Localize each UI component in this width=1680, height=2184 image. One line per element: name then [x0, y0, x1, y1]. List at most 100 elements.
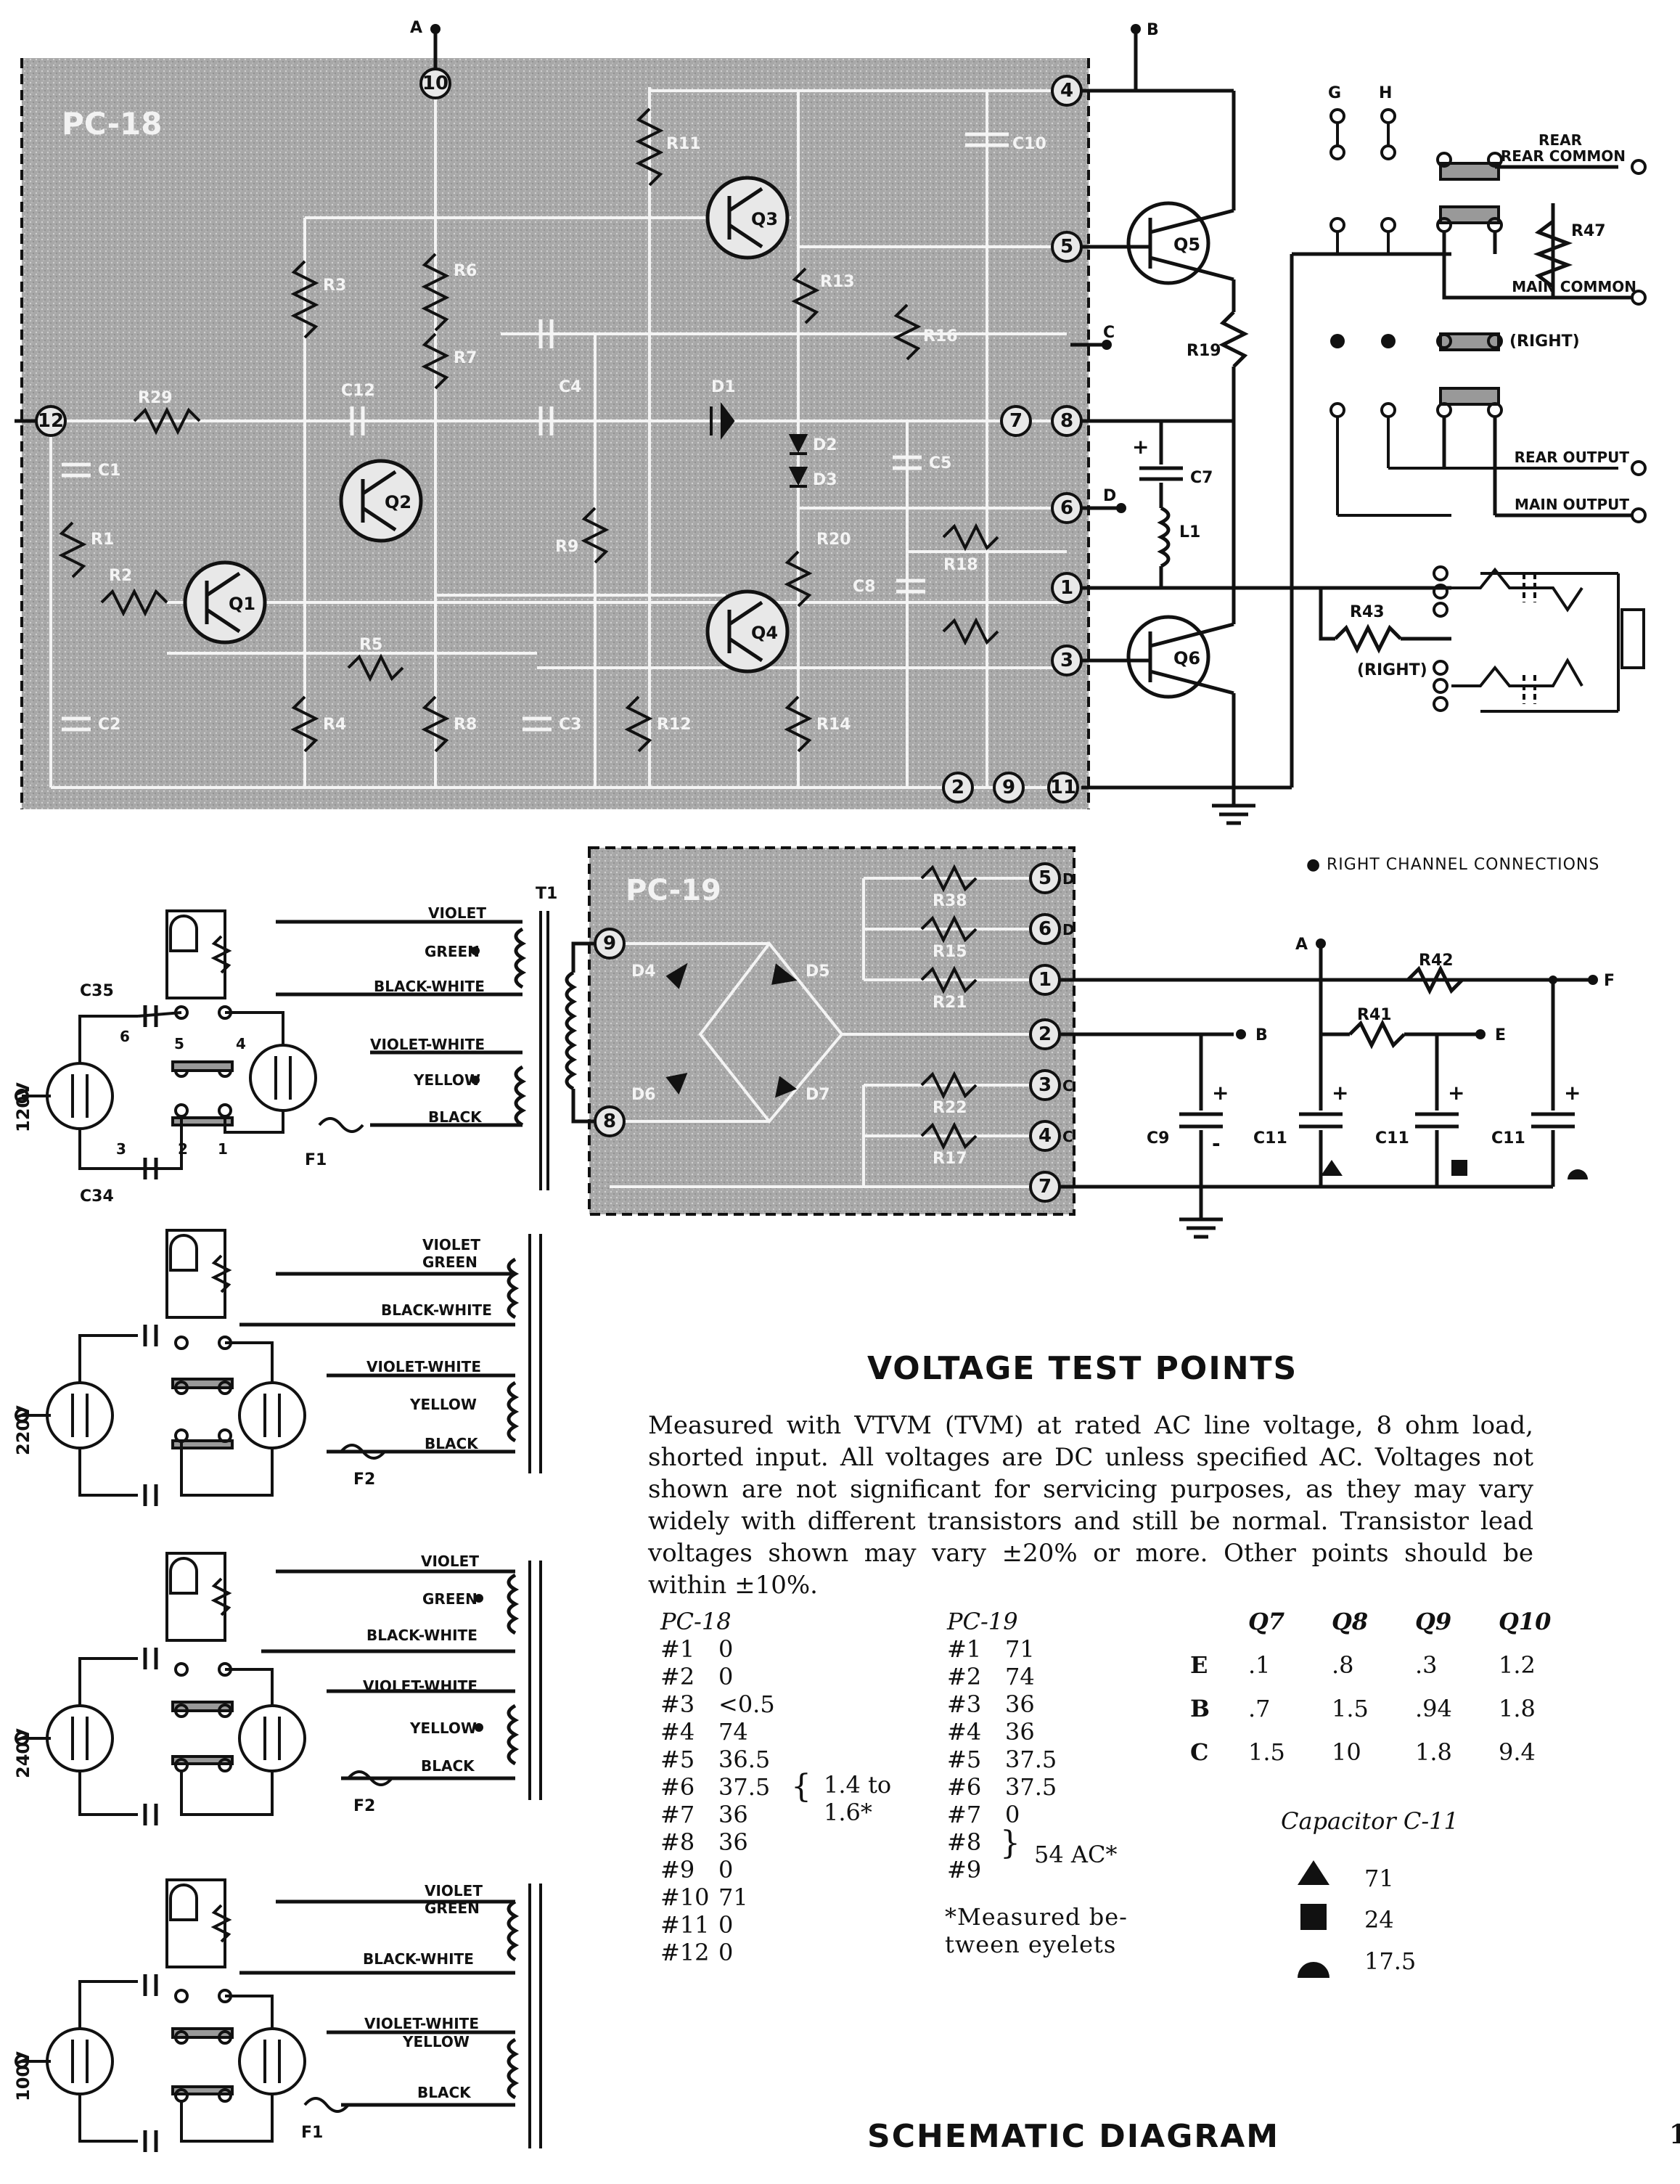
- r47-label: R47: [1571, 222, 1606, 240]
- r22-label: R22: [933, 1099, 967, 1117]
- pc18-pads: 10 4 5 8 7 6 1 3 12 2 9 11: [35, 68, 1083, 803]
- pc19-footnote-1: *Measured be-: [945, 1903, 1128, 1931]
- pad-letter-3: C: [1062, 1077, 1073, 1095]
- rear-output-label: REAR OUTPUT: [1515, 449, 1630, 466]
- pad-9: 9: [1002, 777, 1015, 798]
- d5-label: D5: [806, 962, 830, 981]
- c9-label: C9: [1147, 1129, 1169, 1148]
- pc19-pad-2: 2: [1038, 1023, 1052, 1045]
- triangle-icon: [1298, 1860, 1329, 1885]
- r15-label: R15: [933, 943, 967, 961]
- q6-label: Q6: [1173, 648, 1200, 668]
- wire-violet-white-4: VIOLET-WHITE: [364, 2015, 479, 2032]
- c10-label: C10: [1012, 135, 1046, 153]
- pad-letter-4: C: [1062, 1128, 1073, 1145]
- pc19-pad-3: 3: [1038, 1074, 1052, 1096]
- pad-3: 3: [1060, 650, 1073, 671]
- point-b-supply: B: [1255, 1026, 1268, 1044]
- fuse-f1-b: F1: [301, 2124, 323, 2142]
- c34-label: C34: [80, 1187, 114, 1206]
- d4-label: D4: [631, 962, 656, 981]
- half-circle-icon: [1298, 1962, 1329, 1978]
- schematic-diagram-title: SCHEMATIC DIAGRAM: [867, 2118, 1280, 2155]
- point-a-top: A: [410, 19, 422, 37]
- d2-label: D2: [813, 436, 837, 454]
- r1-label: R1: [91, 531, 114, 549]
- transistor-voltage-table: Q7 Q8 Q9 Q10 E .1 .8 .3 1.2 B .7 1.5 .94…: [1190, 1608, 1582, 1766]
- c2-label: C2: [98, 716, 120, 734]
- c11-value-triangle: 71: [1364, 1865, 1394, 1892]
- r18-label: R18: [943, 556, 978, 574]
- point-f: F: [1604, 972, 1615, 990]
- pad-10: 10: [422, 73, 448, 94]
- r11-label: R11: [666, 135, 701, 153]
- pin-3: 3: [116, 1140, 126, 1158]
- r13-label: R13: [820, 273, 855, 291]
- r16-label: R16: [923, 327, 958, 345]
- right-label-2: (RIGHT): [1357, 661, 1427, 679]
- pc19-pad-7: 7: [1038, 1176, 1052, 1198]
- c8-label: C8: [853, 578, 875, 596]
- q5-label: Q5: [1173, 234, 1200, 255]
- svg-text:+: +: [1132, 435, 1149, 459]
- svg-text:+: +: [1332, 1081, 1348, 1105]
- svg-text:+: +: [1212, 1081, 1229, 1105]
- pin-5: 5: [174, 1035, 184, 1052]
- pad-5: 5: [1060, 236, 1073, 258]
- point-a-supply: A: [1295, 936, 1308, 954]
- pad-11: 11: [1050, 777, 1076, 798]
- rear-common-label-1: REAR: [1538, 131, 1582, 149]
- pc19-pad-1: 1: [1038, 969, 1052, 991]
- point-h: H: [1379, 84, 1392, 102]
- table-row: C 1.5 10 1.8 9.4: [1190, 1738, 1536, 1766]
- line-config-120v: VIOLET GREEN BLACK-WHITE VIOLET-WHITE YE…: [13, 904, 527, 1206]
- pad-4: 4: [1060, 80, 1073, 102]
- pc18-bracket-note-2: 1.6*: [824, 1799, 872, 1826]
- col-q9: Q9: [1415, 1608, 1452, 1635]
- r17-label: R17: [933, 1150, 967, 1168]
- wire-violet-3: VIOLET: [421, 1553, 479, 1570]
- pc18-row: #3<0.5: [660, 1690, 775, 1718]
- svg-text:-: -: [1212, 1132, 1221, 1156]
- pc19-label: PC-19: [626, 874, 721, 907]
- pad-letter-5: D: [1062, 870, 1075, 888]
- t1-label: T1: [536, 885, 557, 903]
- line-config-100v: VIOLET GREEN BLACK-WHITE VIOLET-WHITE YE…: [13, 1878, 542, 2152]
- r9-label: R9: [555, 538, 578, 556]
- pad-letter-6: D: [1062, 921, 1075, 938]
- c11-label-2: C11: [1375, 1129, 1409, 1148]
- wire-green-3: GREEN: [422, 1590, 478, 1608]
- col-q8: Q8: [1332, 1608, 1369, 1635]
- voltage-120v: 120V: [13, 1082, 33, 1132]
- pc19-board: PC-19 D4 D5 D6 D7 R38 R15: [588, 846, 1075, 1216]
- pc19-row: #8: [947, 1828, 982, 1856]
- d3-label: D3: [813, 471, 837, 489]
- wire-black-2: BLACK: [425, 1435, 479, 1452]
- pc19-footnote-2: tween eyelets: [945, 1931, 1117, 1958]
- r43-label: R43: [1350, 603, 1385, 621]
- main-output-label: MAIN OUTPUT: [1515, 496, 1629, 513]
- output-stage: B Q5 R19 C + C7 L1 D Q6: [1070, 21, 1647, 874]
- wire-black-white-2: BLACK-WHITE: [381, 1301, 492, 1319]
- point-e: E: [1495, 1026, 1506, 1044]
- d7-label: D7: [806, 1086, 830, 1104]
- pin-1: 1: [218, 1140, 228, 1158]
- fuse-f2-b: F2: [353, 1797, 375, 1815]
- right-label-1: (RIGHT): [1509, 332, 1580, 351]
- r5-label: R5: [359, 636, 382, 654]
- wire-violet-white-2: VIOLET-WHITE: [366, 1358, 481, 1375]
- pad-7: 7: [1009, 410, 1023, 432]
- voltage-220v: 220V: [13, 1405, 33, 1455]
- wire-violet-white-1: VIOLET-WHITE: [370, 1036, 485, 1053]
- d3-symbol: [788, 467, 808, 486]
